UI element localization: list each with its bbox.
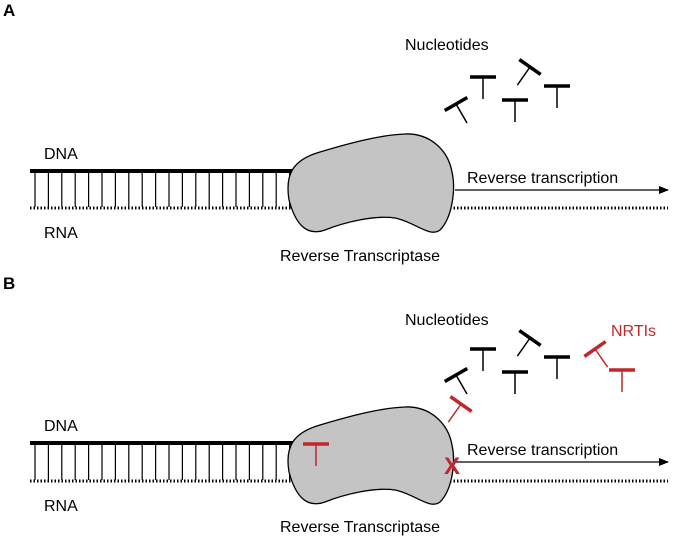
rna-label: RNA [44, 225, 78, 242]
enzyme-label: Reverse Transcriptase [280, 248, 440, 265]
base-pair-rungs [34, 443, 291, 480]
nucleotide [516, 329, 542, 357]
transcription-label: Reverse transcription [467, 170, 618, 187]
nucleotide [502, 98, 528, 122]
reverse-transcriptase-enzyme [287, 406, 455, 505]
dna-label: DNA [44, 146, 78, 163]
nucleotide [502, 370, 528, 394]
blocked-x-mark: X [444, 453, 460, 480]
nucleotide [443, 366, 469, 395]
nucleotide [443, 95, 469, 124]
base-pair-rungs [34, 171, 291, 207]
nucleotides-label: Nucleotides [405, 312, 489, 329]
panel-a-label: A [3, 1, 15, 20]
panel-a: A DNA RNA Reverse Transcriptase Reverse … [3, 1, 669, 265]
nucleotide [544, 355, 570, 379]
panel-b-label: B [3, 274, 15, 293]
nucleotide [544, 84, 570, 108]
rna-label: RNA [44, 498, 78, 515]
enzyme-label: Reverse Transcriptase [280, 519, 440, 536]
nrtis-label: NRTIs [611, 323, 656, 340]
panel-b: B X DNA RNA Reverse Transcriptase Revers… [3, 274, 669, 536]
nucleotide [470, 75, 496, 99]
reverse-transcriptase-enzyme [287, 133, 455, 233]
nrti-molecule [583, 340, 609, 368]
nrti-molecule [609, 368, 635, 392]
incorporated-nrti [303, 442, 329, 466]
transcription-label: Reverse transcription [467, 442, 618, 459]
nucleotide [470, 347, 496, 371]
dna-label: DNA [44, 418, 78, 435]
nucleotides-label: Nucleotides [405, 37, 489, 54]
nrti-molecule [447, 395, 473, 423]
nucleotide [516, 58, 542, 86]
